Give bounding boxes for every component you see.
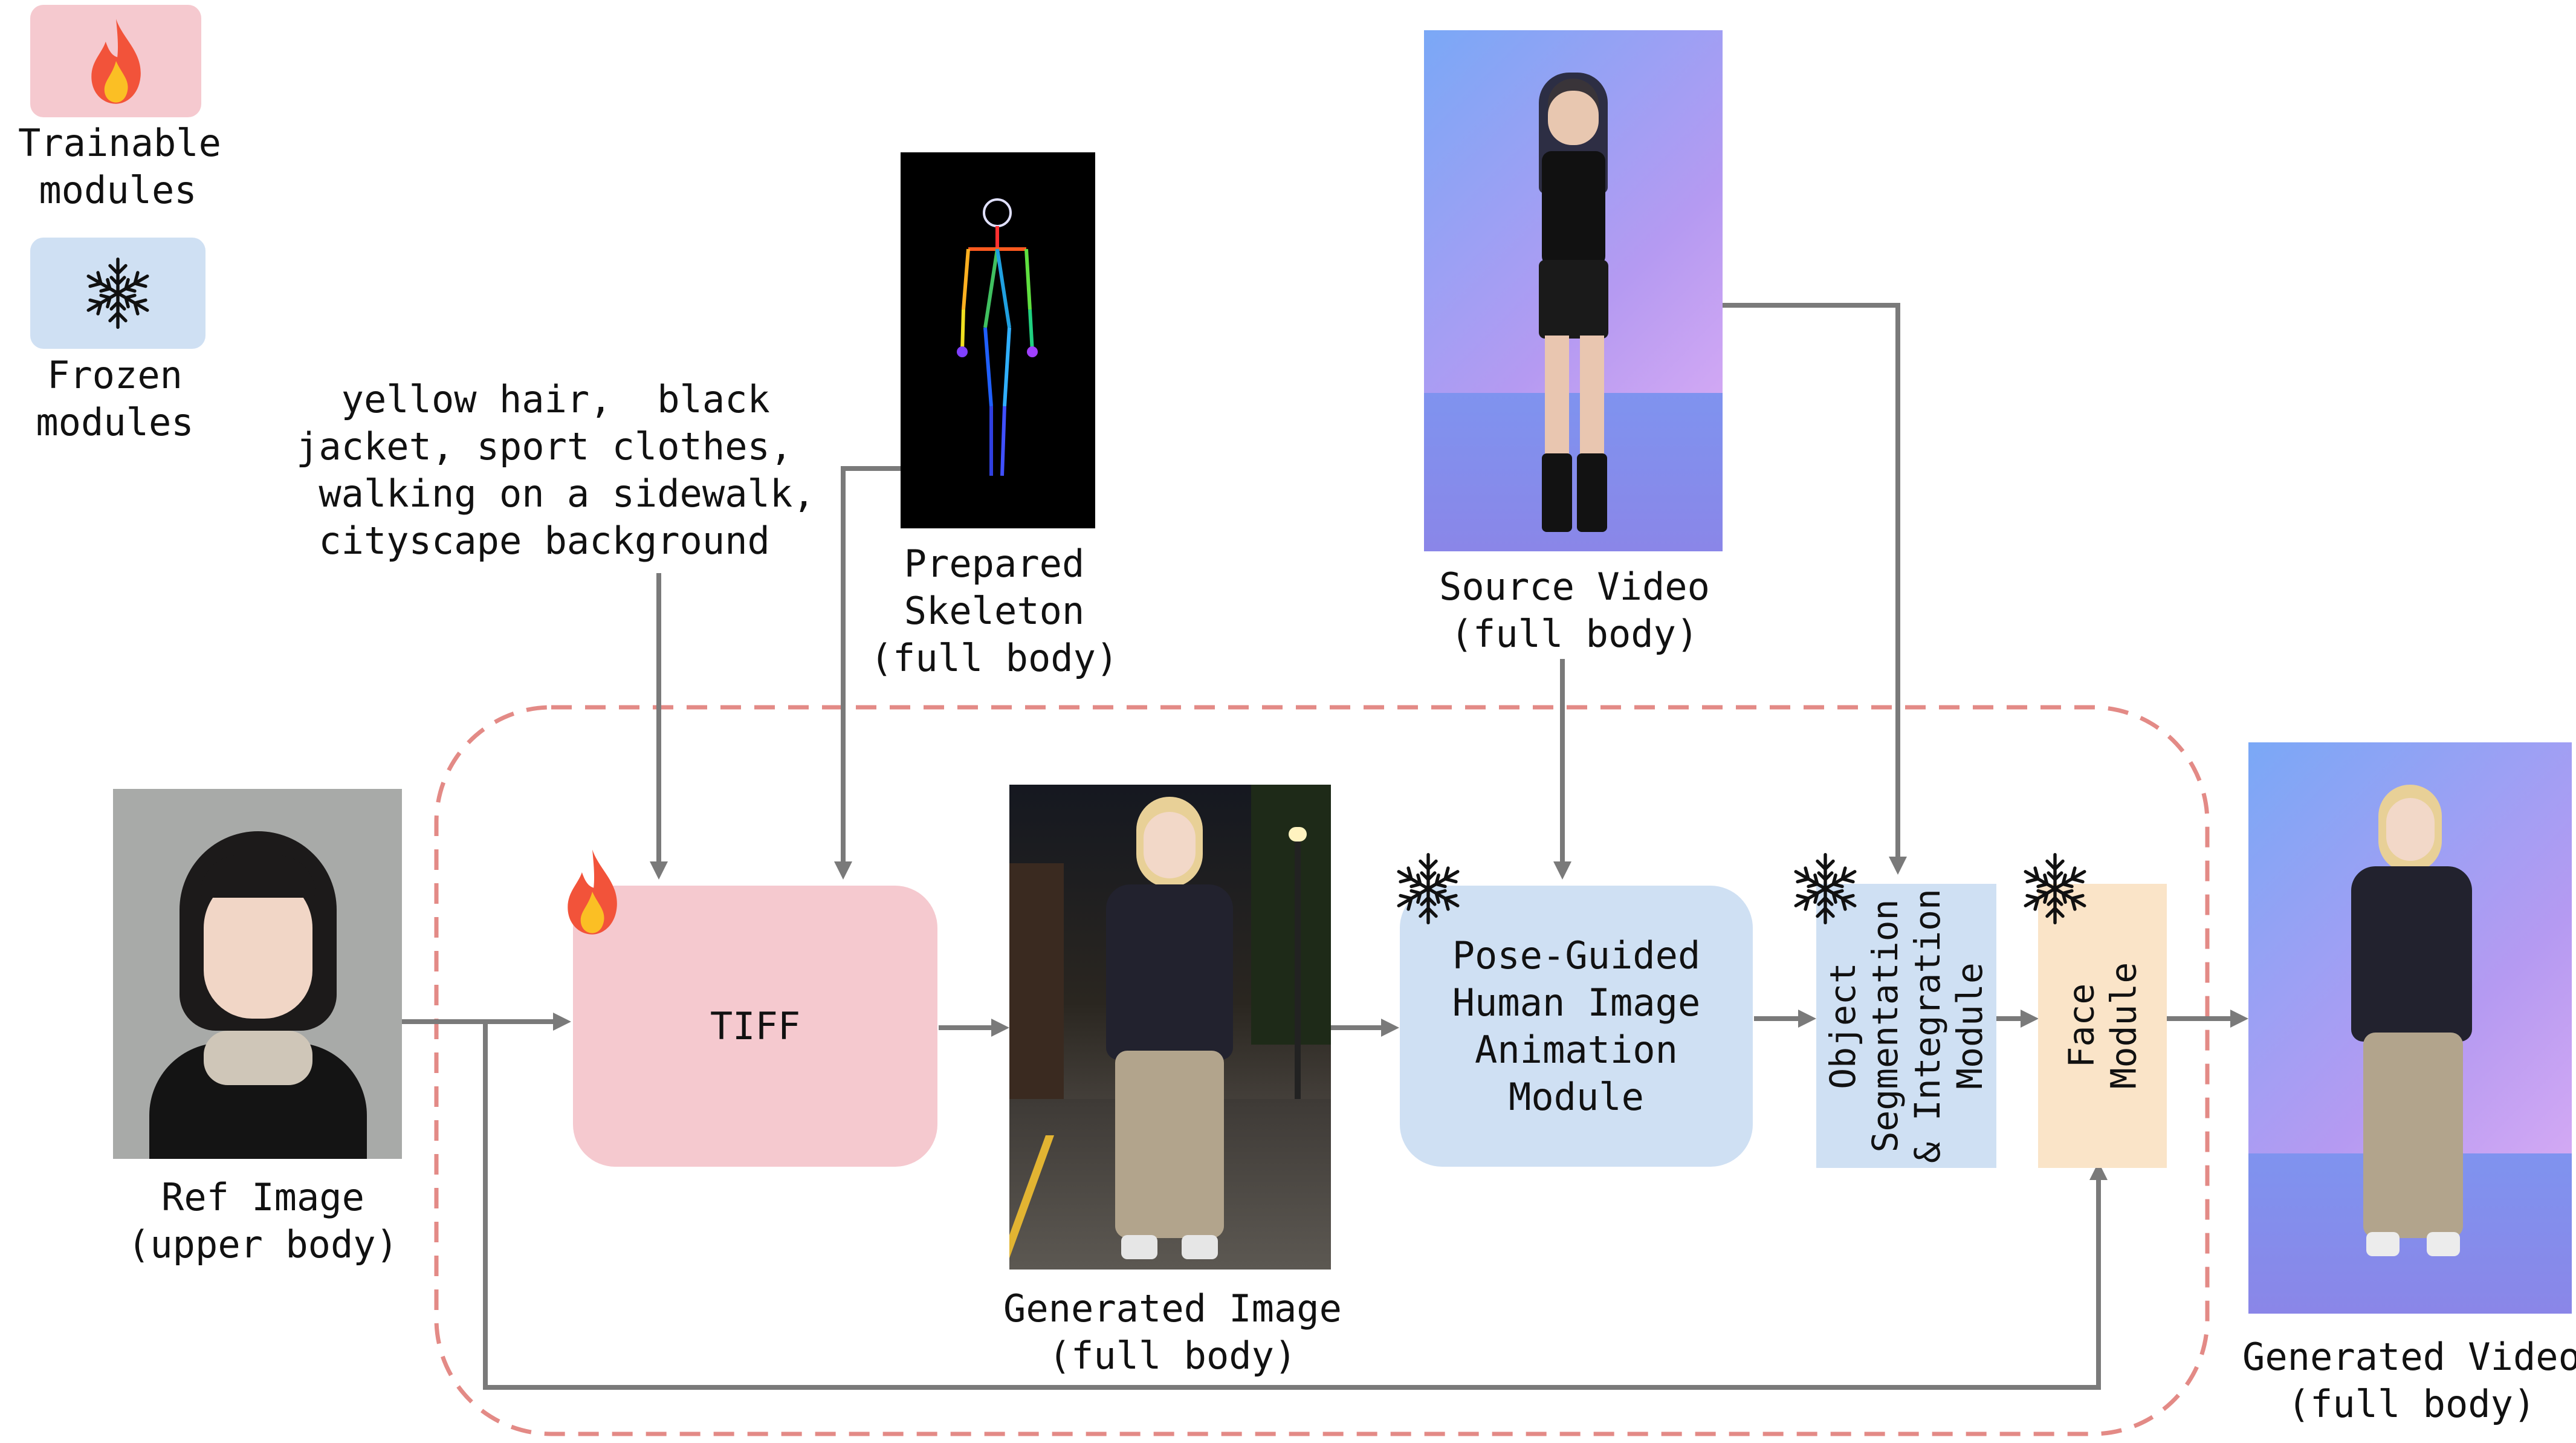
- skeleton-image: [901, 152, 1095, 528]
- fire-icon: [91, 19, 141, 104]
- generated-video-image: [2248, 742, 2572, 1314]
- tiff-module[interactable]: TIFF: [573, 886, 937, 1167]
- legend-frozen-label: Frozen modules: [36, 353, 194, 444]
- object-segmentation-module[interactable]: [1816, 884, 1996, 1168]
- legend-trainable-swatch: [30, 5, 201, 117]
- legend-trainable-label: Trainable modules: [18, 121, 221, 212]
- snowflake-icon: [2016, 852, 2094, 928]
- generated-video-label: Generated Video (full body): [2242, 1335, 2576, 1426]
- arrow-ref-to-face: [483, 1022, 2101, 1390]
- text-prompt: yellow hair, black jacket, sport clothes…: [296, 377, 815, 563]
- source-video-image: [1424, 30, 1723, 551]
- snowflake-icon: [79, 257, 157, 332]
- pose-guided-module-label: Pose-Guided Human Image Animation Module: [1452, 933, 1701, 1119]
- ref-image-label: Ref Image (upper body): [128, 1175, 398, 1266]
- ref-image: [113, 789, 402, 1159]
- source-video-label: Source Video (full body): [1439, 565, 1710, 656]
- face-module[interactable]: [2038, 884, 2167, 1168]
- legend-frozen-swatch: [30, 238, 205, 349]
- generated-image-label: Generated Image (full body): [1003, 1286, 1342, 1378]
- arrow-source-to-osi: [1723, 303, 1900, 866]
- pose-guided-module[interactable]: Pose-Guided Human Image Animation Module: [1400, 886, 1753, 1167]
- tiff-module-label: TIFF: [710, 1004, 801, 1048]
- snowflake-icon: [1786, 852, 1865, 928]
- fire-icon: [568, 849, 617, 935]
- skeleton-label: Prepared Skeleton (full body): [870, 542, 1119, 680]
- pipeline-dashed-border: [434, 705, 2210, 1436]
- generated-image: [1009, 785, 1331, 1270]
- arrow-skeleton-to-tiff: [841, 466, 901, 871]
- snowflake-icon: [1389, 852, 1468, 928]
